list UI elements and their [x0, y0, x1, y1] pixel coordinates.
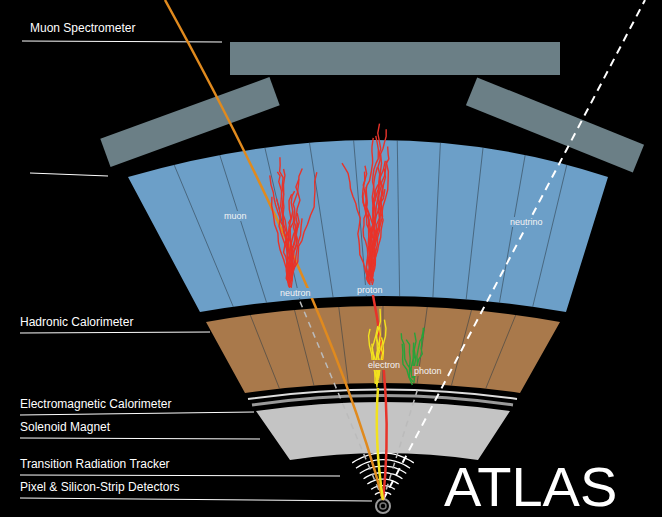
- particle-shower: [291, 172, 317, 288]
- particle-shower: [372, 146, 389, 279]
- segment-divider: [397, 140, 399, 296]
- segment-divider: [339, 307, 349, 384]
- particle-label: neutron: [278, 288, 313, 298]
- part-label: Pixel & Silicon-Strip Detectors: [20, 481, 179, 495]
- segment-divider: [295, 310, 314, 386]
- segment-divider: [533, 165, 567, 307]
- muon-track: [165, 0, 383, 500]
- particle-label: photon: [412, 366, 444, 376]
- tracker-layer: [367, 479, 398, 484]
- electron-track: [377, 388, 383, 500]
- particle-label: proton: [355, 285, 385, 295]
- brown-band: [206, 306, 560, 393]
- grey-band: [256, 402, 510, 460]
- neutrino-track: [383, 0, 645, 500]
- segment-divider: [451, 310, 471, 386]
- blue-band: [128, 140, 608, 312]
- part-label: Muon Spectrometer: [30, 22, 135, 36]
- muon-chamber: [230, 42, 560, 75]
- segment-divider: [220, 155, 267, 302]
- part-label: Hadronic Calorimeter: [20, 316, 133, 330]
- particle-label: electron: [366, 360, 402, 370]
- segment-divider: [250, 315, 279, 389]
- title: ATLAS: [444, 459, 617, 515]
- particle-label: neutrino: [508, 217, 545, 227]
- particle-shower: [363, 172, 376, 280]
- particle-shower: [402, 344, 412, 385]
- segment-divider: [433, 143, 440, 297]
- particle-label: muon: [222, 211, 249, 221]
- part-label: Electromagnetic Calorimeter: [20, 398, 171, 412]
- segment-divider: [309, 143, 333, 297]
- particle-shower: [270, 175, 292, 284]
- segment-divider: [486, 315, 516, 389]
- segment-divider: [466, 148, 483, 300]
- beam-pipe: [380, 503, 386, 509]
- segment-divider: [499, 155, 525, 302]
- particle-shower: [371, 129, 386, 278]
- part-label: Solenoid Magnet: [20, 421, 110, 435]
- particle-shower: [374, 309, 381, 384]
- part-label: Transition Radiation Tracker: [20, 458, 170, 472]
- proton-track: [372, 290, 387, 500]
- beam-pipe: [376, 499, 390, 513]
- neutron-track: [296, 292, 383, 500]
- particle-shower: [289, 194, 292, 278]
- tracker-layer: [356, 460, 410, 469]
- segment-divider: [174, 165, 233, 307]
- leader-lines: [20, 41, 372, 501]
- particle-shower: [272, 197, 291, 287]
